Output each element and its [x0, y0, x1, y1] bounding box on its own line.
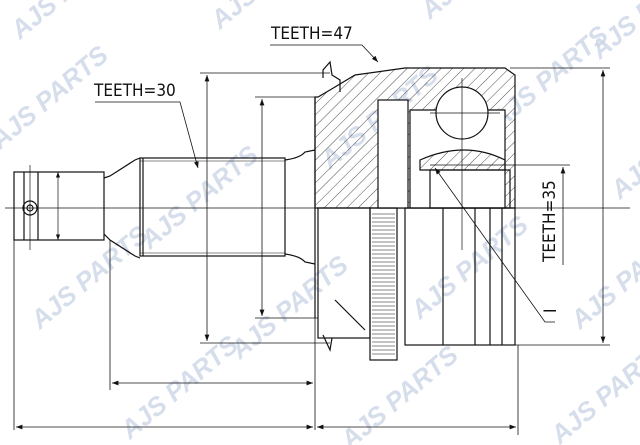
- watermark-logo: AJS PARTS: [334, 339, 464, 445]
- watermark-logo: AJS PARTS: [24, 219, 154, 335]
- watermark-logo: AJS PARTS: [604, 89, 640, 205]
- teeth-35-label: TEETH=35: [540, 180, 560, 263]
- watermark-logo: AJS PARTS: [564, 219, 640, 335]
- watermark-logo: AJS PARTS: [414, 0, 544, 25]
- watermark-logo: AJS PARTS: [114, 329, 244, 445]
- dimension-lines: [13, 44, 610, 435]
- watermark-logo: AJS PARTS: [134, 139, 264, 255]
- part-outline: [5, 60, 630, 361]
- teeth-47-label: TEETH=47: [270, 24, 353, 44]
- watermark-logo: AJS PARTS: [224, 249, 354, 365]
- teeth-30-label: TEETH=30: [93, 81, 176, 101]
- watermark-logo: AJS PARTS: [4, 0, 134, 45]
- watermark-logo: AJS PARTS: [544, 334, 640, 445]
- mark-i-label: I: [541, 308, 561, 313]
